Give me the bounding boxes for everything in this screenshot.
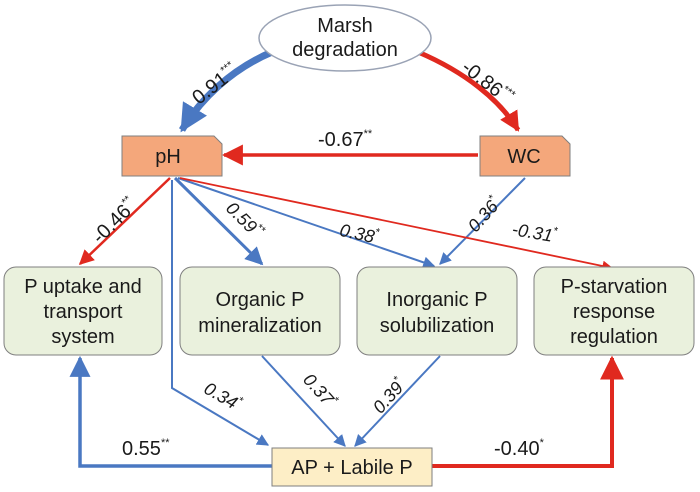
node-inorganic-line-1: Inorganic P: [386, 289, 487, 311]
node-uptake-line-2: transport: [44, 301, 123, 323]
node-organic-p: Organic P mineralization: [179, 266, 341, 356]
node-uptake-line-3: system: [51, 326, 114, 348]
coef-ph-organic: 0.59**: [222, 197, 268, 243]
node-inorganic-p: Inorganic P solubilization: [356, 266, 518, 356]
node-organic-line-1: Organic P: [216, 289, 305, 311]
node-starvation-line-2: response: [573, 301, 655, 323]
arrow-organic-to-ap: [261, 355, 346, 447]
node-marsh-degradation: Marsh degradation: [258, 4, 432, 72]
coef-marsh-ph: 0.91***: [188, 59, 244, 109]
node-ph-label: pH: [155, 146, 181, 168]
coef-ph-uptake: -0.46**: [87, 193, 142, 248]
node-starvation-line-1: P-starvation: [561, 276, 668, 298]
node-ph: pH: [121, 135, 223, 177]
arrow-wc-to-inorganic: [439, 177, 526, 265]
coef-wc-ph: -0.67**: [318, 128, 373, 151]
arrow-ph-to-uptake: [78, 177, 171, 266]
arrow-ph-to-inorganic: [177, 177, 436, 269]
node-marsh-line-2: degradation: [292, 39, 398, 61]
coef-ph-inorganic: 0.38*: [338, 219, 382, 248]
arrow-ph-to-starvation: [179, 177, 614, 272]
arrow-inorganic-to-ap: [354, 355, 441, 447]
arrow-ph-to-organic: [173, 176, 264, 266]
node-wc: WC: [479, 135, 571, 177]
node-p-starvation: P-starvation response regulation: [533, 266, 695, 356]
node-organic-line-2: mineralization: [198, 315, 321, 337]
node-p-uptake: P uptake and transport system: [3, 266, 163, 356]
coef-wc-inorganic: 0.36*: [463, 192, 505, 236]
node-ap-labile-p: AP + Labile P: [271, 447, 433, 487]
arrow-ap-to-starvation: [432, 355, 624, 468]
node-wc-label: WC: [507, 146, 540, 168]
node-uptake-line-1: P uptake and: [24, 276, 142, 298]
node-inorganic-line-2: solubilization: [380, 315, 495, 337]
arrow-marsh-to-ph: [178, 48, 274, 133]
arrow-marsh-to-wc: [417, 49, 521, 132]
coef-ap-uptake: 0.55**: [122, 437, 170, 460]
coef-organic-ap: 0.37*: [299, 369, 341, 413]
node-ap-label: AP + Labile P: [291, 457, 412, 479]
arrow-ph-to-ap: [171, 180, 270, 446]
node-starvation-line-3: regulation: [570, 326, 658, 348]
arrow-ap-to-uptake: [69, 355, 272, 468]
coef-ph-starvation: -0.31*: [511, 218, 560, 247]
node-marsh-line-1: Marsh: [317, 15, 373, 37]
coef-ap-starvation: -0.40*: [494, 437, 545, 460]
coef-marsh-wc: -0.86***: [457, 56, 518, 111]
